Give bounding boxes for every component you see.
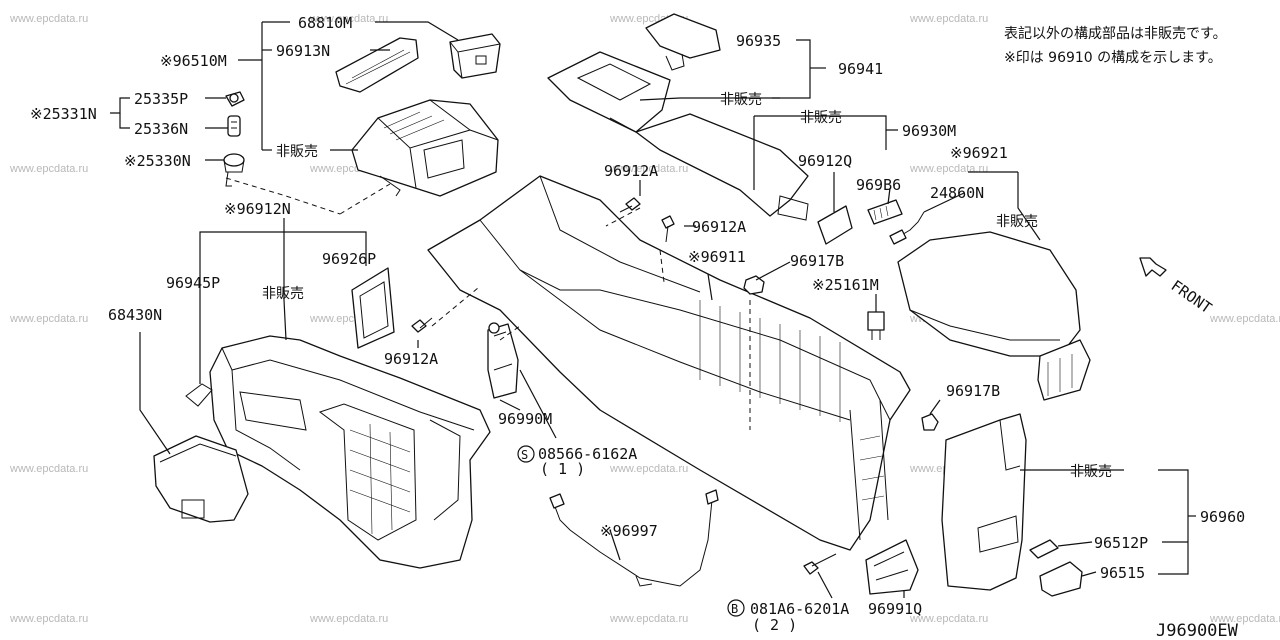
part-label: 25336N — [134, 120, 188, 138]
storage-box-96510m — [351, 99, 499, 197]
nut-96917b — [743, 275, 765, 295]
part-label: ※96912N — [224, 200, 291, 218]
bolt-081a6 — [803, 553, 837, 575]
part-label: ※96921 — [950, 144, 1008, 162]
pocket-96515 — [1039, 561, 1083, 597]
part-label: 96917B — [790, 252, 844, 270]
part-label: 96913N — [276, 42, 330, 60]
tray-68430n — [153, 435, 249, 523]
label-layer: 表記以外の構成部品は非販売です。 ※印は 96910 の構成を示します。 688… — [30, 14, 1245, 640]
lid-pad-96913n — [335, 37, 419, 93]
part-label: 96960 — [1200, 508, 1245, 526]
symbol-s-circle: S — [517, 445, 535, 463]
watermark: www.epcdata.ru — [9, 313, 88, 325]
shift-surround-96941 — [547, 51, 809, 221]
note-line-2: ※印は 96910 の構成を示します。 — [1004, 50, 1222, 66]
front-arrow-icon: FRONT — [1139, 257, 1215, 318]
screw-96912a — [661, 215, 675, 243]
part-label: 96912Q — [798, 152, 852, 170]
trim-96935 — [645, 13, 721, 71]
side-panel-96960 — [941, 413, 1027, 591]
part-label: 96512P — [1094, 534, 1148, 552]
part-label: 081A6-6201A — [750, 600, 849, 618]
not-sold-label: 非販売 — [996, 214, 1038, 230]
watermark: www.epcdata.ru — [1209, 613, 1280, 625]
part-label: 969B6 — [856, 176, 901, 194]
watermark: www.epcdata.ru — [909, 163, 988, 175]
not-sold-label: 非販売 — [276, 144, 318, 160]
watermark: www.epcdata.ru — [9, 613, 88, 625]
note-line-1: 表記以外の構成部品は非販売です。 — [1004, 25, 1227, 42]
part-label: 68430N — [108, 306, 162, 324]
switch-25161m — [867, 311, 885, 340]
part-label: ※96997 — [600, 522, 658, 540]
part-label: ( 2 ) — [752, 616, 797, 634]
bracket-96990m — [487, 322, 519, 399]
part-label: 96926P — [322, 250, 376, 268]
watermark: www.epcdata.ru — [1209, 313, 1280, 325]
front-console-body — [185, 335, 491, 569]
harness-24860n — [889, 211, 925, 245]
cap-96912q — [817, 205, 853, 245]
part-label: 08566-6162A — [538, 445, 637, 463]
part-label: ※25331N — [30, 105, 97, 123]
part-label: ※25161M — [812, 276, 879, 294]
watermark: www.epcdata.ru — [609, 463, 688, 475]
part-label: ※96510M — [160, 52, 227, 70]
symbol-b-circle: B — [727, 599, 745, 617]
not-sold-label: 非販売 — [262, 286, 304, 302]
part-label: 96912A — [604, 162, 658, 180]
part-label: 96912A — [692, 218, 746, 236]
watermark: www.epcdata.ru — [909, 13, 988, 25]
watermark: www.epcdata.ru — [609, 613, 688, 625]
part-label: 24860N — [930, 184, 984, 202]
bracket-96991q — [865, 539, 919, 595]
not-sold-label: 非販売 — [720, 92, 762, 108]
connector-969b6 — [867, 199, 903, 225]
part-label: ※25330N — [124, 152, 191, 170]
symbol-s: S — [521, 448, 528, 462]
screw-96912a — [619, 197, 641, 213]
symbol-b: B — [731, 602, 738, 616]
leader-lines — [110, 21, 1196, 599]
armrest-96921 — [897, 231, 1091, 401]
diagram-code: J96900EW — [1156, 621, 1239, 640]
panel-96926p — [351, 267, 395, 349]
part-label: 96917B — [946, 382, 1000, 400]
not-sold-label: 非販売 — [800, 110, 842, 126]
part-label: 96991Q — [868, 600, 922, 618]
part-label: 25335P — [134, 90, 188, 108]
part-label: 68810M — [298, 14, 352, 32]
watermark: www.epcdata.ru — [909, 613, 988, 625]
watermark: www.epcdata.ru — [309, 13, 388, 25]
part-label: ( 1 ) — [540, 460, 585, 478]
watermark: www.epcdata.ru — [609, 163, 688, 175]
cup-holder-68810m — [449, 33, 501, 79]
not-sold-label: 非販売 — [1070, 464, 1112, 480]
part-label: 96935 — [736, 32, 781, 50]
part-label: 96990M — [498, 410, 552, 428]
watermark: www.epcdata.ru — [9, 463, 88, 475]
watermark: www.epcdata.ru — [9, 13, 88, 25]
part-label: 96930M — [902, 122, 956, 140]
center-console-96911 — [427, 175, 911, 551]
part-label: 96912A — [384, 350, 438, 368]
watermark: www.epcdata.ru — [309, 613, 388, 625]
harness-96997 — [549, 489, 719, 587]
nut-96917b — [921, 413, 939, 431]
clip-96512p — [1029, 539, 1059, 559]
bulb-25336n — [227, 115, 241, 137]
screw-96912a — [411, 317, 433, 333]
part-label: 96945P — [166, 274, 220, 292]
watermark: www.epcdata.ru — [9, 163, 88, 175]
part-label: ※96911 — [688, 248, 746, 266]
front-label: FRONT — [1168, 277, 1215, 318]
clip-25335p — [225, 91, 245, 107]
part-label: 96515 — [1100, 564, 1145, 582]
socket-25330n — [223, 153, 245, 187]
assembly-lines — [225, 177, 641, 341]
part-label: 96941 — [838, 60, 883, 78]
